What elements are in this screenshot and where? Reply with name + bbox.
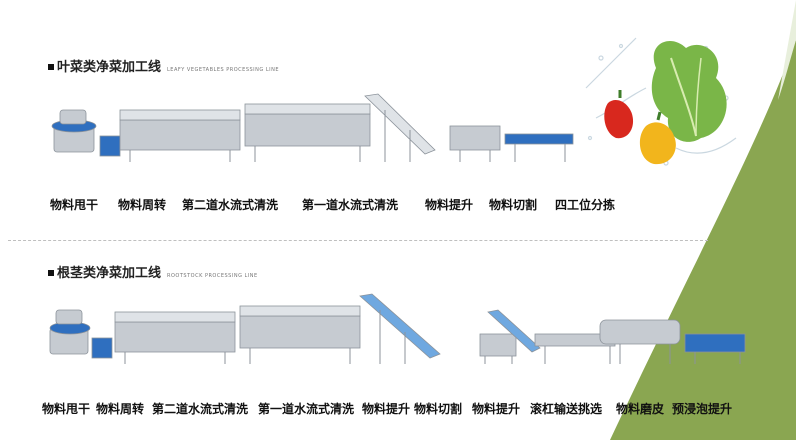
root-station-label: 预浸泡提升 [672,402,733,416]
washer-2 [114,321,236,353]
cutting-machine [479,333,517,357]
sorting-table [504,133,574,145]
bullet-icon [48,270,54,276]
root-subtitle: ROOTSTOCK PROCESSING LINE [167,273,258,279]
leafy-station-labels: 物料甩干 物料周转 第二道水流式清洗 第一道水流式清洗 物料提升 物料切割 四工… [0,196,640,212]
root-station-label: 物料提升 [472,402,521,416]
root-station-label: 物料切割 [414,402,463,416]
turnover-bin [91,337,113,359]
root-line-machinery [49,293,746,364]
elevator-conveyor [364,93,436,155]
section-divider [8,240,708,241]
turnover-bin [99,135,121,157]
leafy-station-label: 第二道水流式清洗 [182,198,279,212]
fresh-vegetables-illustration [585,37,737,166]
root-station-label: 第一道水流式清洗 [258,402,355,416]
leafy-line-machinery [51,93,574,162]
root-title-text: 根茎类净菜加工线 [57,266,162,281]
leafy-station-label: 物料甩干 [50,198,99,212]
red-pepper [604,90,634,139]
yellow-pepper [639,111,676,165]
leafy-subtitle: LEAFY VEGETABLES PROCESSING LINE [167,67,279,73]
cutting-machine [449,125,501,151]
lettuce [651,40,727,142]
leafy-station-label: 物料周转 [118,198,167,212]
washer-2 [119,119,241,151]
root-station-label: 物料磨皮 [616,402,665,416]
root-station-labels: 物料甩干 物料周转 第二道水流式清洗 第一道水流式清洗 物料提升 物料切割 物料… [0,400,760,416]
root-line-title: 根茎类净菜加工线 ROOTSTOCK PROCESSING LINE [48,262,258,281]
soaking-elevator [684,333,746,353]
root-station-label: 第二道水流式清洗 [152,402,249,416]
root-station-label: 物料周转 [96,402,145,416]
leafy-station-label: 第一道水流式清洗 [302,198,399,212]
leafy-station-label: 四工位分拣 [555,198,616,212]
root-station-label: 滚杠输送挑选 [530,402,603,416]
root-station-label: 物料甩干 [42,402,91,416]
washer-1 [239,315,361,349]
elevator-conveyor [359,293,441,359]
peeling-machine [599,319,681,345]
elevator-conveyor-2 [487,309,541,353]
root-station-label: 物料提升 [362,402,411,416]
leafy-title-text: 叶菜类净菜加工线 [57,60,162,75]
bullet-icon [48,64,54,70]
washer-1 [244,113,371,147]
leafy-line-title: 叶菜类净菜加工线 LEAFY VEGETABLES PROCESSING LIN… [48,56,279,75]
leafy-station-label: 物料切割 [489,198,538,212]
leafy-station-label: 物料提升 [425,198,474,212]
